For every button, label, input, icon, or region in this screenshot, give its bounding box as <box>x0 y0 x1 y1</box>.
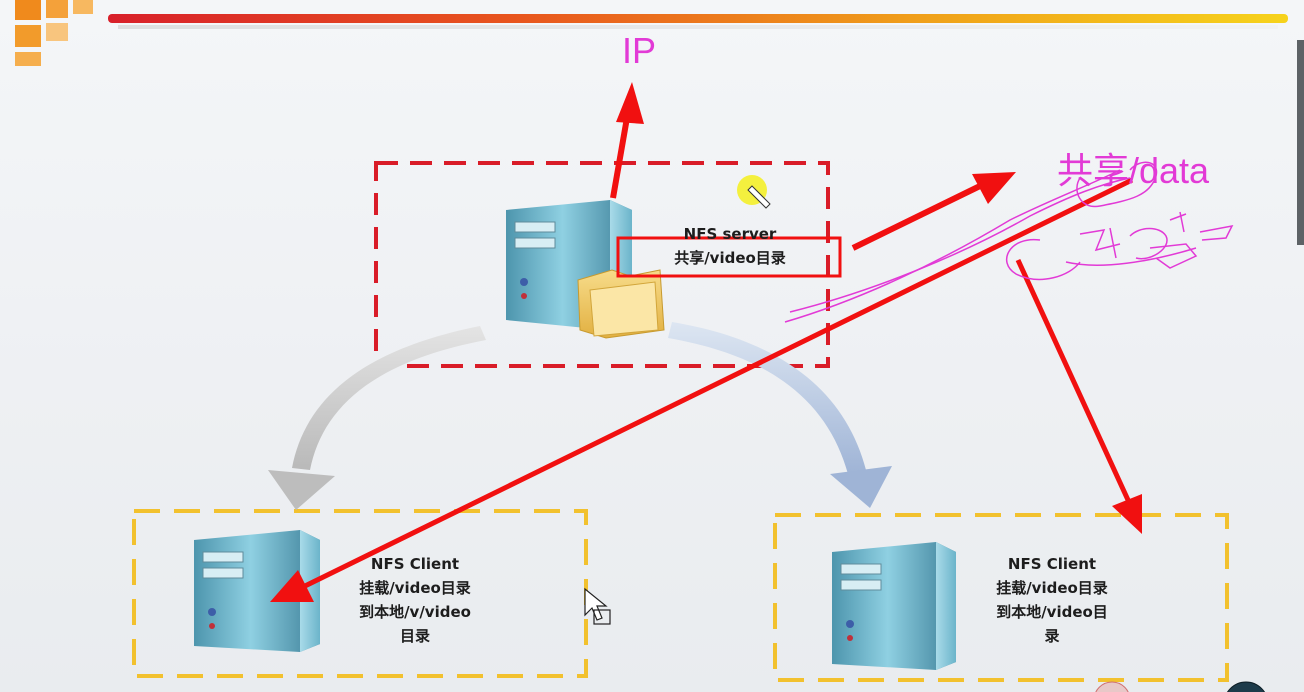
annotation-ip: IP <box>622 30 657 71</box>
client-right-suffix: 录 <box>1044 627 1060 645</box>
annotation-share-data: 共享/data <box>1057 150 1210 191</box>
client-right-tower <box>832 542 956 670</box>
share-highlight-box <box>616 236 842 278</box>
client-right-mount: 挂载/video目录 <box>996 579 1108 597</box>
client-left-tower <box>194 530 320 652</box>
title-bar <box>108 14 1288 23</box>
client-left-label: NFS Client 挂载/video目录 到本地/v/video 目录 <box>325 552 505 648</box>
cursor-icon <box>584 587 611 625</box>
client-left-local-path: 到本地/v/video <box>359 603 471 621</box>
grey-curved-arrow <box>268 326 486 510</box>
folder-icon <box>577 269 665 339</box>
title-bar-shadow <box>118 25 1278 29</box>
client-right-local-path: 到本地/video目 <box>996 603 1108 621</box>
annotation-arrow-to-left-client <box>270 177 1134 602</box>
server-label: NFS server 共享/video目录 <box>640 222 820 270</box>
bottom-button <box>1226 681 1266 692</box>
window-edge <box>1297 40 1304 245</box>
bottom-avatar <box>1095 681 1129 692</box>
client-right-dashed-box <box>773 513 1229 682</box>
client-left-mount: 挂载/video目录 <box>359 579 471 597</box>
server-share-path: 共享/video目录 <box>674 249 786 267</box>
client-right-label: NFS Client 挂载/video目录 到本地/video目 录 <box>962 552 1142 648</box>
pencil-cursor-icon <box>747 185 771 209</box>
client-left-title: NFS Client <box>370 555 460 573</box>
annotation-arrow-share-data <box>851 172 1016 251</box>
blue-curved-arrow <box>668 322 892 508</box>
server-dashed-box <box>374 161 830 368</box>
server-title: NFS server <box>683 225 777 243</box>
client-right-title: NFS Client <box>1007 555 1097 573</box>
annotation-arrow-to-right-client <box>1015 258 1142 534</box>
annotation-arrow-ip <box>610 82 644 199</box>
client-left-suffix: 目录 <box>399 627 430 645</box>
handwritten-scribble <box>784 161 1234 323</box>
